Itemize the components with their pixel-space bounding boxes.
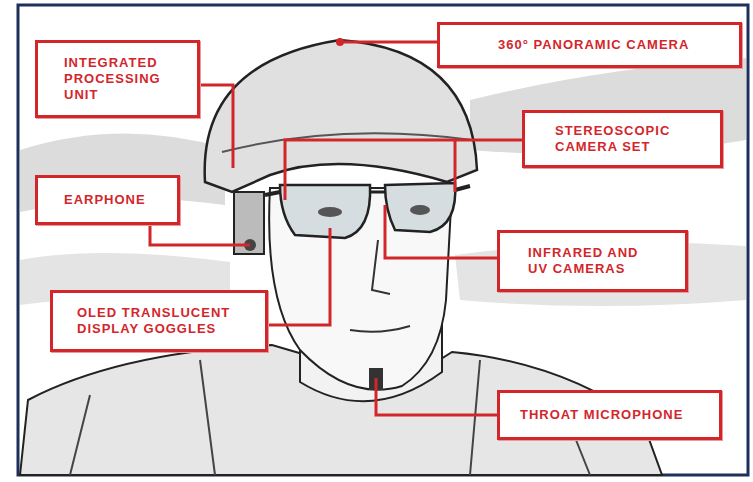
leader-line	[340, 41, 437, 44]
helmet-band	[222, 133, 472, 152]
callout-text-holder: STEREOSCOPIC CAMERA SET	[555, 123, 705, 156]
callout-box: OLED TRANSLUCENT DISPLAY GOGGLES	[50, 290, 268, 352]
leader-line	[150, 225, 250, 245]
eye	[318, 207, 342, 217]
goggle-lens	[385, 183, 455, 232]
callout-label: EARPHONE	[64, 192, 174, 208]
callout-box: INTEGRATED PROCESSING UNIT	[35, 40, 200, 118]
callout-text-holder: INTEGRATED PROCESSING UNIT	[64, 55, 184, 104]
callout-label: INTEGRATED PROCESSING UNIT	[64, 55, 184, 104]
leader-line	[285, 140, 522, 200]
eye	[410, 205, 430, 215]
callout-text-holder: INFRARED AND UV CAMERAS	[528, 245, 658, 278]
frame	[18, 5, 748, 475]
goggle-bridge	[370, 191, 385, 194]
face-lines	[350, 240, 410, 332]
callout-label: INFRARED AND UV CAMERAS	[528, 245, 658, 278]
callout-box: THROAT MICROPHONE	[497, 390, 722, 440]
callout-text-holder: OLED TRANSLUCENT DISPLAY GOGGLES	[77, 305, 257, 338]
callout-box: EARPHONE	[35, 175, 180, 225]
leader-line	[376, 378, 497, 415]
callout-box: STEREOSCOPIC CAMERA SET	[522, 110, 723, 168]
goggle-lens	[280, 185, 370, 238]
callout-box: INFRARED AND UV CAMERAS	[497, 230, 688, 292]
callout-text-holder: 360° PANORAMIC CAMERA	[498, 37, 738, 53]
callout-label: THROAT MICROPHONE	[520, 407, 710, 423]
leader-line	[200, 85, 233, 168]
leader-line	[268, 228, 330, 325]
callout-label: OLED TRANSLUCENT DISPLAY GOGGLES	[77, 305, 257, 338]
callout-label: 360° PANORAMIC CAMERA	[498, 37, 738, 53]
callout-text-holder: EARPHONE	[64, 192, 174, 208]
callout-label: STEREOSCOPIC CAMERA SET	[555, 123, 705, 156]
leader-line	[385, 205, 497, 258]
callout-text-holder: THROAT MICROPHONE	[520, 407, 710, 423]
leader-lines	[150, 42, 522, 415]
callout-box: 360° PANORAMIC CAMERA	[437, 22, 742, 68]
